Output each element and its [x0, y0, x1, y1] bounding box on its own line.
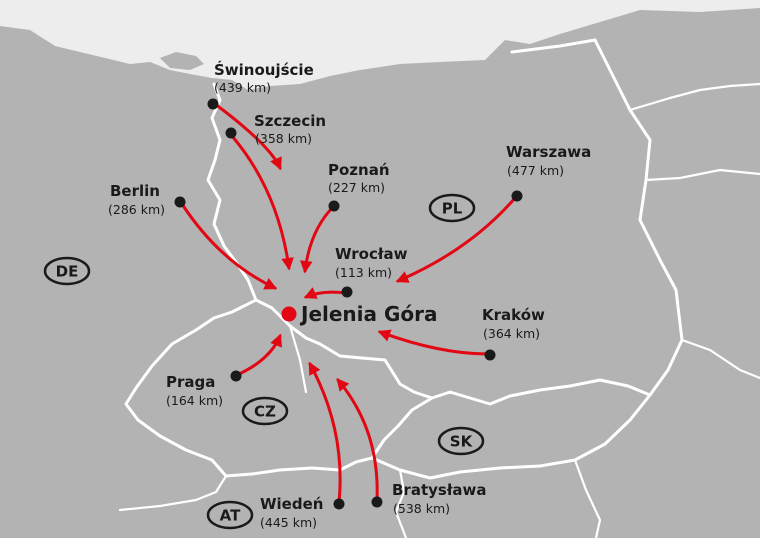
city-distance: (477 km) — [507, 163, 564, 178]
city-distance: (286 km) — [108, 202, 165, 217]
country-badge-at: AT — [206, 500, 254, 530]
city-distance: (358 km) — [255, 131, 312, 146]
city-bratyslawa: Bratysława (538 km) — [371, 481, 487, 516]
city-name: Poznań — [328, 161, 390, 179]
city-name: Praga — [166, 373, 215, 391]
city-name: Wrocław — [335, 245, 408, 263]
country-code: PL — [442, 200, 463, 218]
city-dot — [174, 196, 186, 208]
arrow-berlin — [180, 202, 278, 290]
country-badge-sk: SK — [437, 426, 485, 456]
city-name: Kraków — [482, 306, 545, 324]
country-badge-pl: PL — [428, 193, 476, 223]
city-dot — [225, 127, 237, 139]
city-name: Warszawa — [506, 143, 591, 161]
city-distance: (439 km) — [214, 80, 271, 95]
city-dot — [333, 498, 345, 510]
country-labels: DE PL CZ SK AT — [43, 193, 485, 530]
city-swinoujscie: Świnoujście (439 km) — [207, 60, 314, 110]
arrow-bratyslawa — [336, 378, 379, 502]
country-badge-de: DE — [43, 256, 91, 286]
main-city-marker — [281, 306, 297, 322]
city-distance: (445 km) — [260, 515, 317, 530]
city-distance: (113 km) — [335, 265, 392, 280]
country-borders — [118, 38, 760, 538]
sea-spit — [485, 44, 520, 60]
city-dot — [371, 496, 383, 508]
city-wieden: Wiedeń (445 km) — [260, 495, 345, 530]
country-code: DE — [56, 263, 79, 281]
city-krakow: Kraków (364 km) — [482, 306, 545, 361]
city-distance: (227 km) — [328, 180, 385, 195]
city-dot — [207, 98, 219, 110]
arrow-poznan — [299, 204, 336, 274]
country-code: AT — [220, 507, 241, 525]
city-distance: (364 km) — [483, 326, 540, 341]
city-dot — [511, 190, 523, 202]
city-dot — [328, 200, 340, 212]
country-badge-cz: CZ — [241, 396, 289, 426]
city-dot — [484, 349, 496, 361]
city-name: Bratysława — [392, 481, 487, 499]
arrow-warszawa — [395, 196, 517, 283]
route-arrows — [180, 102, 517, 505]
city-berlin: Berlin (286 km) — [108, 182, 186, 217]
main-city-name: Jelenia Góra — [299, 302, 438, 326]
country-code: CZ — [254, 403, 276, 421]
arrow-wieden — [308, 361, 342, 505]
arrow-praga — [235, 333, 282, 377]
sea-island — [160, 52, 204, 70]
city-name: Berlin — [110, 182, 160, 200]
arrow-swinoujscie — [213, 102, 282, 171]
arrow-krakow — [377, 329, 490, 356]
city-name: Szczecin — [254, 112, 326, 130]
city-dot — [230, 370, 242, 382]
city-warszawa: Warszawa (477 km) — [506, 143, 591, 202]
city-name: Wiedeń — [260, 495, 323, 513]
country-code: SK — [450, 433, 474, 451]
city-distance: (164 km) — [166, 393, 223, 408]
city-szczecin: Szczecin (358 km) — [225, 112, 326, 146]
city-praga: Praga (164 km) — [166, 370, 242, 408]
main-city: Jelenia Góra — [281, 302, 438, 326]
city-markers: Świnoujście (439 km) Szczecin (358 km) P… — [108, 60, 591, 530]
city-poznan: Poznań (227 km) — [328, 161, 390, 212]
arrow-szczecin — [230, 134, 294, 271]
city-dot — [341, 286, 353, 298]
city-name: Świnoujście — [214, 60, 314, 79]
city-wroclaw: Wrocław (113 km) — [335, 245, 408, 298]
city-distance: (538 km) — [393, 501, 450, 516]
